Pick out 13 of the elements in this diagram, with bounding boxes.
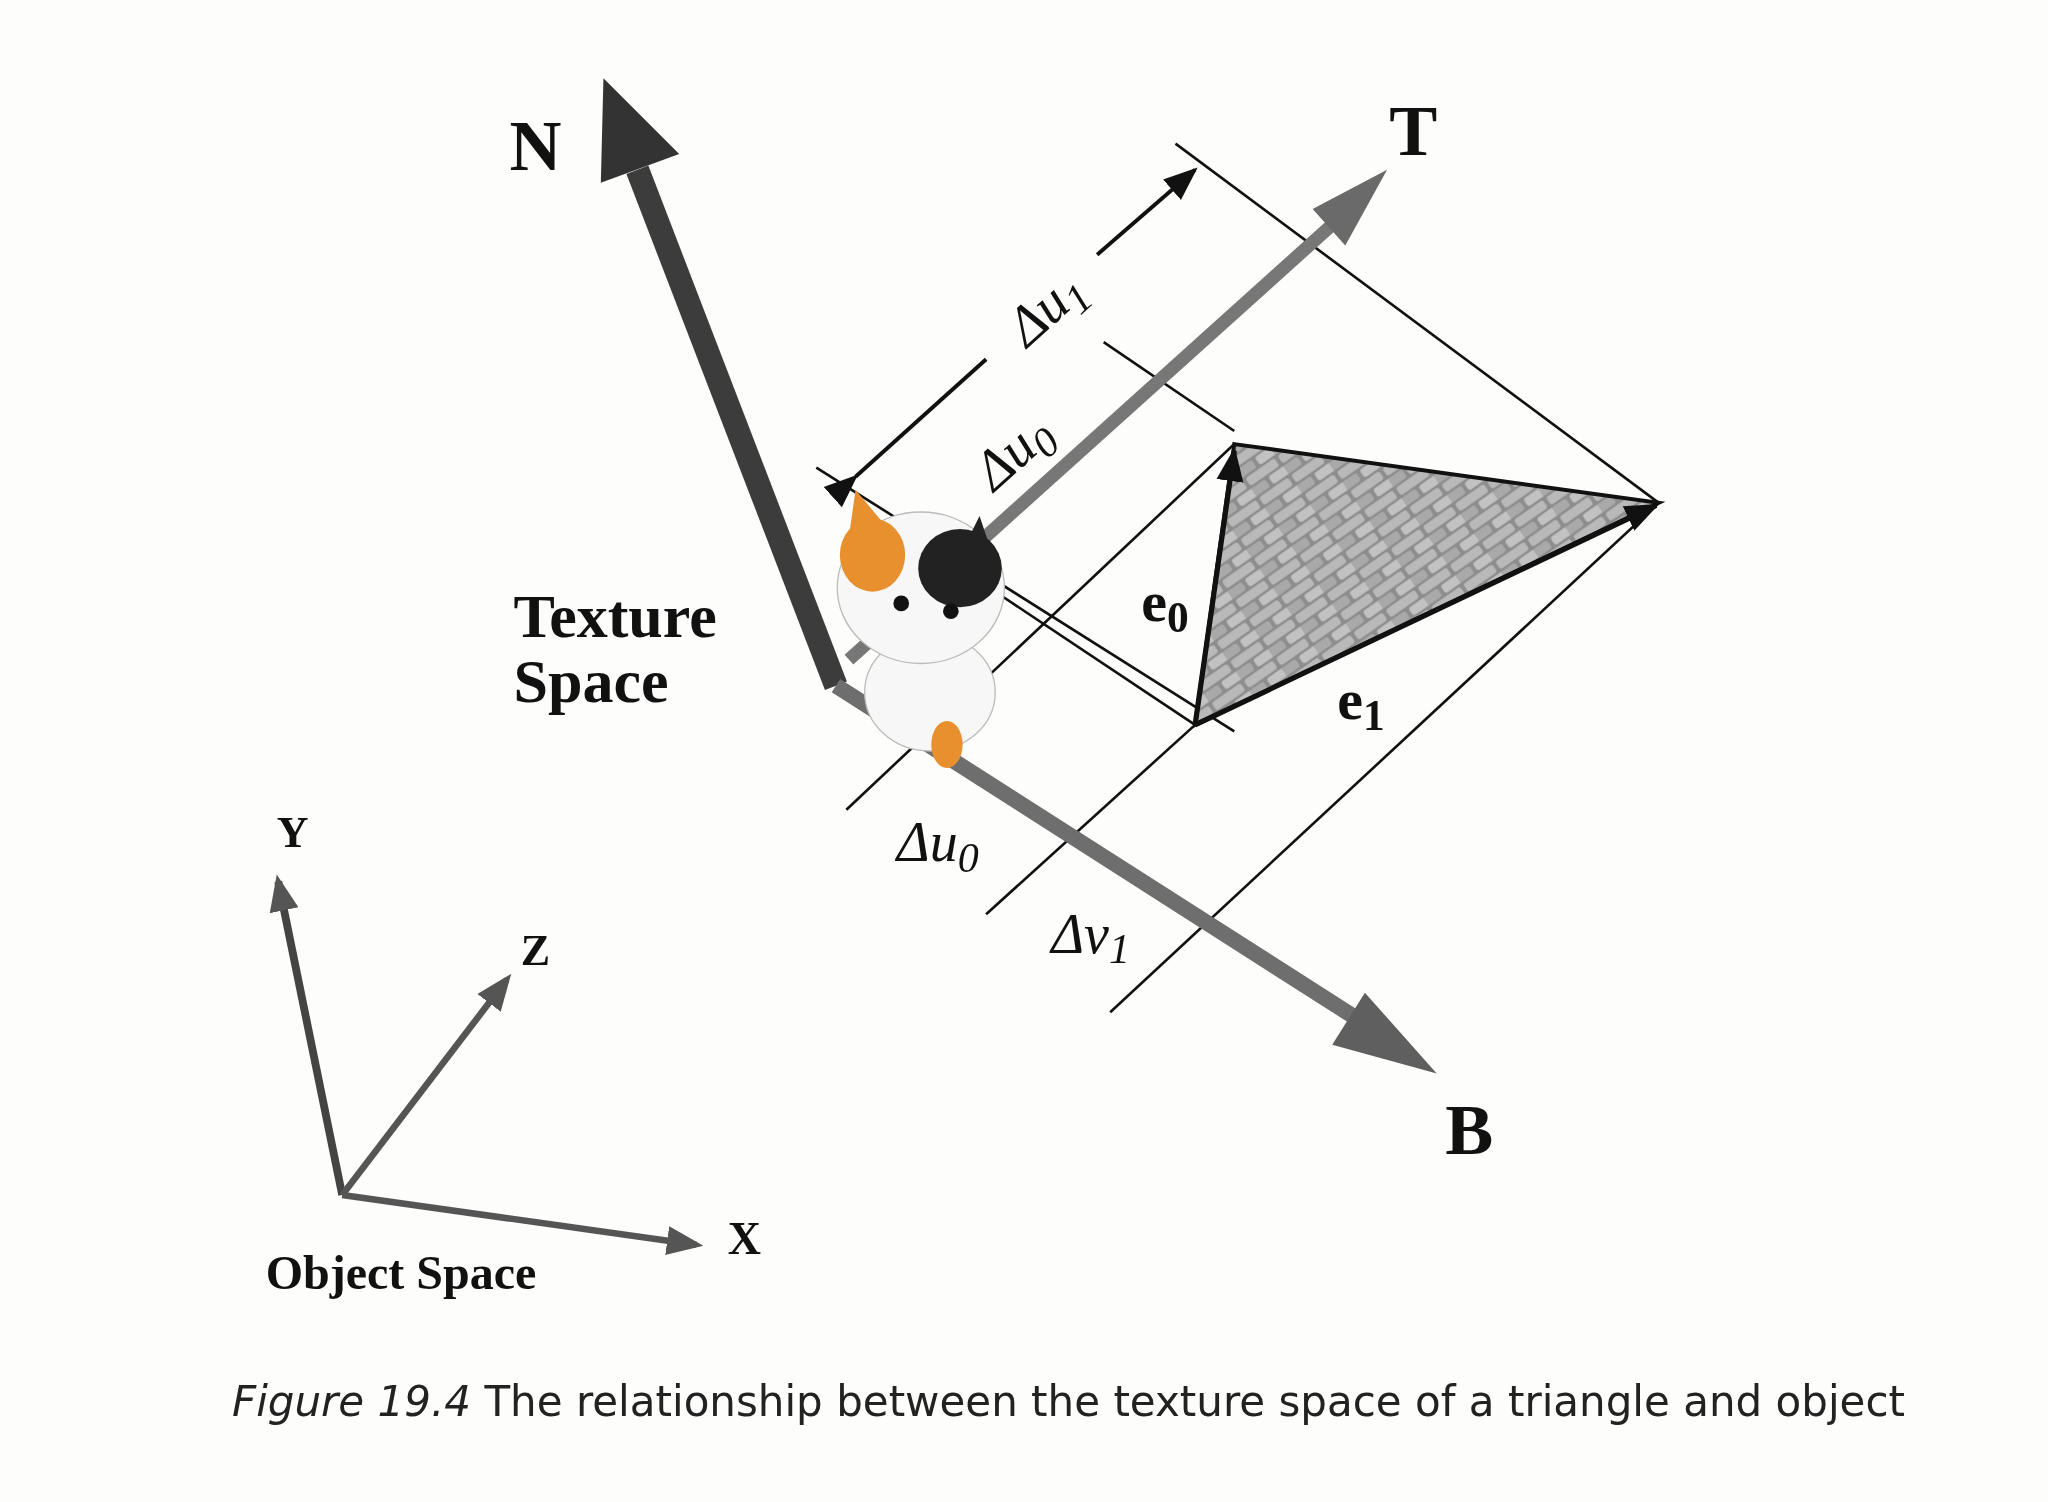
axis-label: X	[727, 1211, 762, 1266]
axis-label: B	[1445, 1088, 1494, 1172]
space-label: Texture Space	[513, 584, 718, 715]
axis-label: T	[1389, 89, 1438, 173]
axis-label: Z	[520, 924, 551, 977]
space-label: Object Space	[265, 1245, 537, 1302]
vector-label: e$_{0}$	[1141, 567, 1189, 643]
axis-label: Y	[276, 807, 309, 860]
dimension-label: Δv$_{1}$	[1051, 901, 1130, 975]
vector-label: e$_{1}$	[1337, 665, 1385, 741]
dimension-label: Δu$_{0}$	[896, 810, 979, 883]
axis-label: N	[509, 105, 562, 189]
figure-caption: Figure 19.4 The relationship between the texture space of a triangle and object	[232, 1376, 1905, 1428]
